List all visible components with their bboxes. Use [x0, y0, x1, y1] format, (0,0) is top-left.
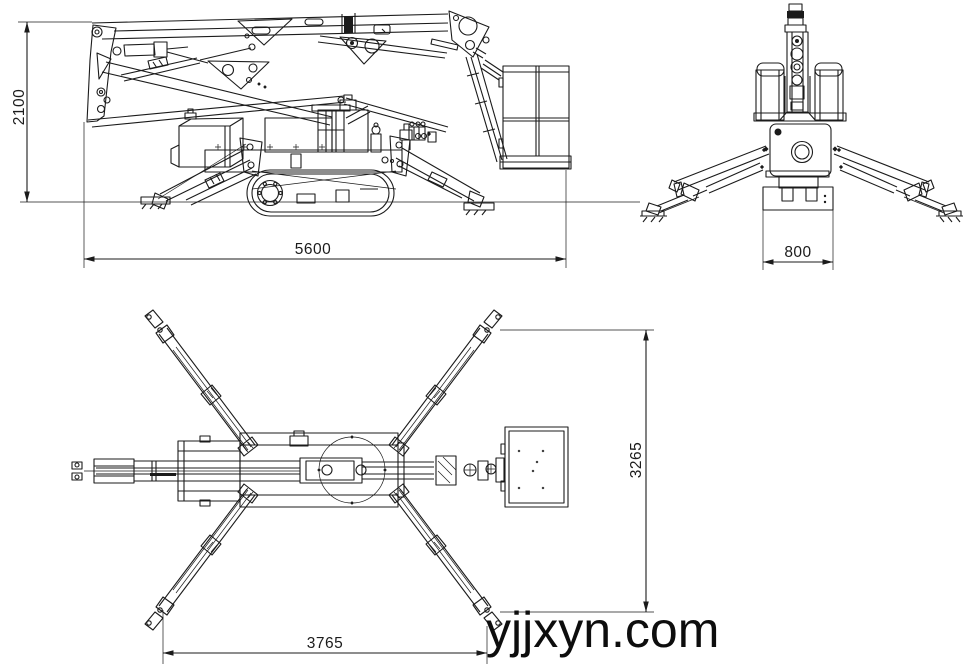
dim-outrigger-footprint-width: 3265 — [500, 329, 654, 613]
watermark-text: yjjxyn.com — [486, 602, 719, 658]
dim-label-outrigger-footprint-length: 3765 — [307, 635, 343, 652]
dim-overall-length: 5600 — [83, 122, 567, 268]
top-outrigger-leg — [144, 309, 259, 457]
front-undercarriage — [762, 170, 834, 211]
boom-head — [448, 10, 490, 59]
dimension-annotations: 2100 5600 800 3265 3 — [11, 21, 834, 664]
dim-label-chassis-width: 800 — [784, 244, 811, 261]
front-outrigger-leg-left — [640, 145, 770, 223]
top-body — [177, 430, 405, 508]
front-outrigger-leg-right — [834, 146, 963, 222]
turret — [311, 104, 371, 153]
dim-label-outrigger-footprint-width: 3265 — [628, 442, 645, 478]
dim-label-overall-height: 2100 — [11, 89, 28, 125]
dim-outrigger-footprint-length: 3765 — [162, 610, 488, 664]
top-view — [71, 309, 569, 631]
hydraulic-cylinders — [112, 41, 256, 82]
track-undercarriage — [246, 169, 395, 217]
front-view — [640, 3, 963, 223]
front-body — [762, 123, 839, 177]
front-outrigger — [140, 137, 263, 210]
dim-overall-height: 2100 — [11, 21, 640, 203]
top-basket — [500, 426, 569, 508]
front-tracks — [753, 62, 847, 122]
work-platform-basket — [498, 65, 572, 170]
top-outrigger-leg — [388, 309, 503, 457]
jib-linkage — [317, 35, 508, 163]
stowed-boom — [71, 455, 505, 486]
link-plate — [207, 60, 270, 90]
mast — [778, 3, 817, 122]
lower-boom-sections — [87, 61, 449, 133]
rear-outrigger — [389, 121, 495, 216]
upper-boom — [91, 13, 449, 46]
dim-chassis-width: 800 — [762, 210, 834, 270]
dim-label-overall-length: 5600 — [295, 241, 331, 258]
engine-cover — [264, 94, 437, 153]
side-view — [86, 10, 572, 217]
rear-pivot-plate — [86, 24, 117, 123]
